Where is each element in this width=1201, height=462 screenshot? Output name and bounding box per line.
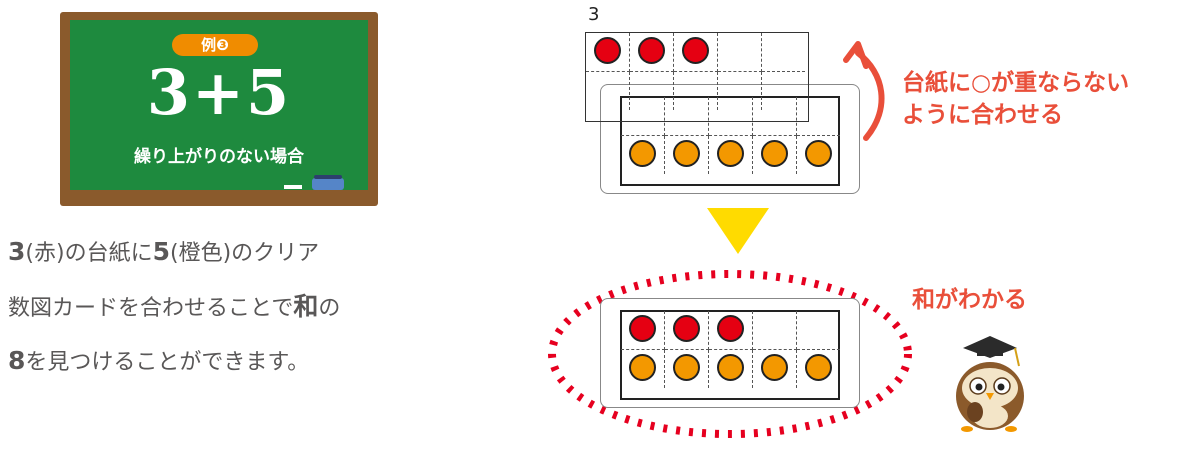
- ten-frame-cell: [708, 349, 753, 388]
- ten-frame-cell: [621, 311, 665, 350]
- ten-frame-cell: [796, 97, 840, 136]
- ten-frame-cell: [664, 311, 709, 350]
- number-eight: 8: [8, 346, 26, 375]
- board-expression: 3+5: [146, 56, 292, 129]
- ten-frame-cell: [717, 33, 762, 72]
- red-counter: [717, 314, 744, 342]
- ten-frame-cell: [717, 71, 762, 110]
- description-line-3: 8を見つけることができます。: [8, 346, 309, 378]
- board-subtitle: 繰り上がりのない場合: [134, 147, 304, 167]
- orange-counter: [761, 139, 788, 167]
- ten-frame-cell: [673, 33, 718, 72]
- hint-line-2: ように合わせる: [902, 102, 1063, 128]
- orange-counter: [805, 139, 832, 167]
- ten-frame-cell: [621, 349, 665, 388]
- eraser-icon: [312, 178, 344, 190]
- ten-frame-cell: [796, 311, 840, 350]
- desc-text: (赤)の台紙に: [25, 241, 153, 266]
- ten-frame-cell: [664, 349, 709, 388]
- ten-frame-cell: [621, 135, 665, 174]
- eraser-top: [314, 175, 342, 179]
- number-five: 5: [152, 237, 170, 266]
- desc-text: 数図カードを合わせることで: [8, 296, 294, 321]
- red-counter: [629, 314, 656, 342]
- ten-frame-cell: [752, 135, 797, 174]
- description-line-2: 数図カードを合わせることで和の: [8, 292, 340, 324]
- ten-frame-cell: [761, 33, 805, 72]
- desc-text: (橙色)のクリア: [169, 241, 320, 266]
- ten-frame-cell: [664, 135, 709, 174]
- red-counter: [638, 36, 665, 64]
- description-line-1: 3(赤)の台紙に5(橙色)のクリア: [8, 237, 319, 269]
- clear-card: [585, 32, 809, 122]
- ten-frame-clear: [586, 33, 805, 110]
- orange-counter: [717, 139, 744, 167]
- orange-counter: [761, 353, 788, 381]
- ten-frame-cell: [752, 349, 797, 388]
- ten-frame-combined: [621, 311, 840, 388]
- ten-frame-cell: [797, 136, 841, 175]
- ten-frame-cell: [762, 72, 806, 111]
- orange-counter: [717, 353, 744, 381]
- red-counter: [682, 36, 709, 64]
- orange-counter: [673, 353, 700, 381]
- ten-frame-cell: [586, 33, 630, 72]
- highlight-dashed-ellipse: [548, 270, 912, 438]
- desc-text: の: [318, 296, 341, 321]
- orange-counter: [629, 139, 656, 167]
- orange-counter: [673, 139, 700, 167]
- down-arrow-icon: [707, 208, 769, 254]
- ten-frame-cell: [629, 71, 674, 110]
- red-counter: [594, 36, 621, 64]
- ten-frame-cell: [708, 135, 753, 174]
- number-three: 3: [8, 237, 26, 266]
- result-label: 和がわかる: [912, 287, 1027, 313]
- orange-counter: [805, 353, 832, 381]
- ten-frame-cell: [708, 311, 753, 350]
- orange-counter: [629, 353, 656, 381]
- curved-arrow-icon: [843, 41, 885, 141]
- ten-frame-cell: [673, 71, 718, 110]
- ten-frame-cell: [586, 71, 630, 110]
- sum-word: 和: [293, 292, 319, 321]
- owl-mascot-icon: [956, 336, 1024, 432]
- chalk-icon: [284, 185, 302, 189]
- example-tag: 例❸: [172, 34, 258, 56]
- hint-line-1: 台紙に○が重ならない: [902, 70, 1130, 96]
- ten-frame-cell: [629, 33, 674, 72]
- ten-frame-cell: [797, 350, 841, 389]
- card-label: 3: [588, 4, 600, 25]
- desc-text: を見つけることができます。: [25, 350, 310, 375]
- red-counter: [673, 314, 700, 342]
- ten-frame-cell: [752, 311, 797, 350]
